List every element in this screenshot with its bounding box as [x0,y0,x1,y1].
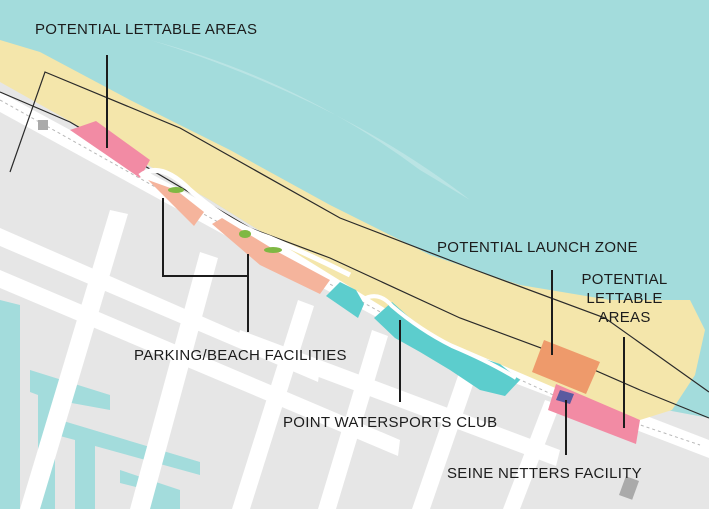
launch-zone [532,340,600,394]
dock-basin [0,300,20,509]
dock-basin-3 [60,420,200,509]
watersports-area [326,282,364,318]
lettable-area-left [70,121,150,178]
watersports-area-2 [374,302,520,396]
vegetation-1 [168,187,184,193]
building-left [38,120,48,130]
vegetation-2 [239,230,251,238]
watersports-road [360,294,518,380]
label-seine-netters-facility: SEINE NETTERS FACILITY [447,465,642,482]
beach-area [0,40,705,420]
label-lettable-right-line1: POTENTIAL [581,271,668,288]
label-launch-zone: POTENTIAL LAUNCH ZONE [437,239,638,256]
label-lettable-areas-right: POTENTIAL LETTABLE AREAS [572,270,677,327]
label-lettable-right-line3: AREAS [598,309,651,326]
leader-lines [106,55,625,455]
parking-area-1 [148,180,204,226]
site-boundary [9,71,709,393]
label-point-watersports-club: POINT WATERSPORTS CLUB [283,414,498,431]
label-lettable-right-line2: LETTABLE [586,290,663,307]
building-right [619,476,639,500]
label-lettable-areas-top: POTENTIAL LETTABLE AREAS [35,21,258,38]
access-road [138,167,352,278]
vegetation-3 [264,247,282,253]
seine-netters-facility [556,390,574,404]
label-parking-beach-facilities: PARKING/BEACH FACILITIES [134,347,347,364]
